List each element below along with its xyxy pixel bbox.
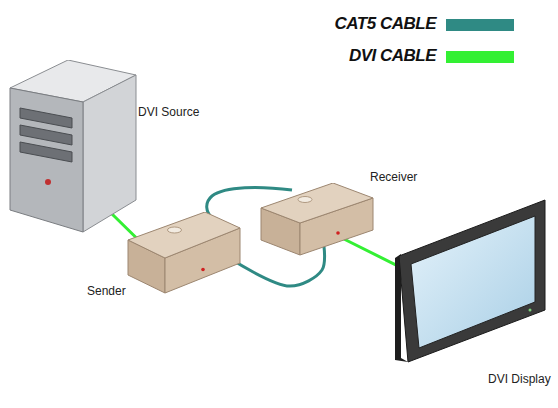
cable [344,239,400,267]
device-label: DVI Display [488,372,551,386]
dvi-source-illustration [8,60,138,235]
sender-box: Sender [125,212,245,297]
device-label: DVI Source [138,105,199,119]
cable [231,247,325,286]
receiver-box: Receiver [258,183,378,258]
legend-swatch [446,51,514,63]
dvi-display: DVI Display [393,198,546,363]
receiver-box-illustration [258,183,378,258]
sender-box-illustration [125,212,245,297]
device-label: Receiver [370,170,417,184]
device-label: Sender [87,284,126,298]
legend-text: CAT5 CABLE [335,14,436,34]
legend-text: DVI CABLE [349,46,436,66]
dvi-display-illustration [393,198,546,363]
legend-swatch [446,19,514,31]
dvi-source: DVI Source [8,60,138,235]
